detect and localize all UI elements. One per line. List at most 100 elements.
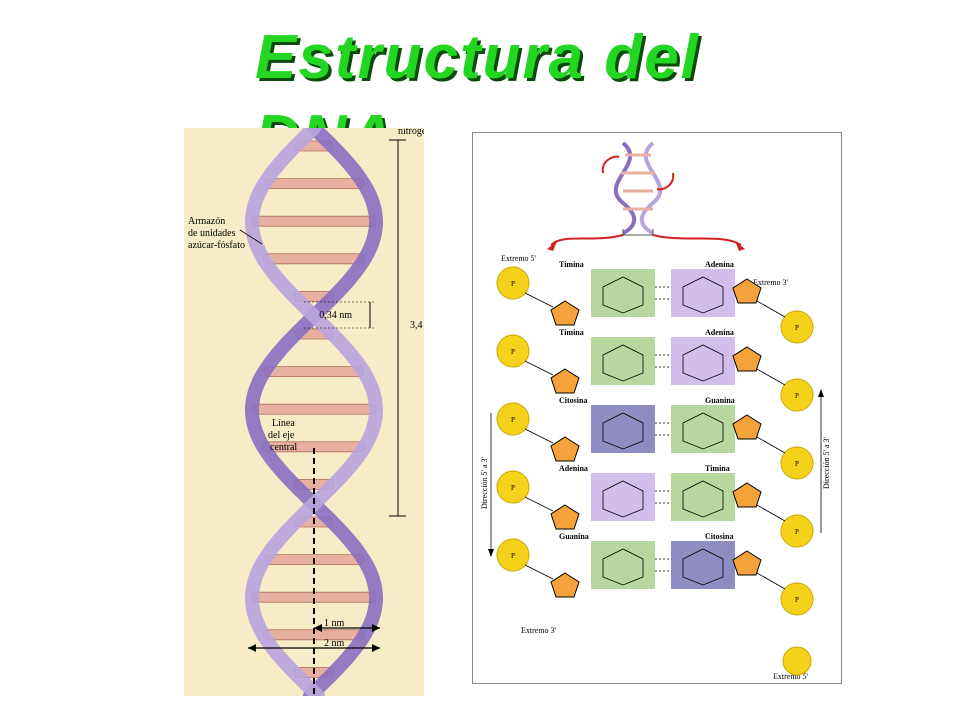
backbone-bond <box>756 368 786 386</box>
backbone-strand-a <box>245 121 383 703</box>
diameter-label: 2 nm <box>324 638 345 649</box>
backbone-bond <box>524 360 554 376</box>
backbone-strand-b <box>245 121 383 703</box>
axis-label-3: central <box>270 442 297 453</box>
base-name-left: Timina <box>559 260 584 269</box>
backbone-bond <box>756 504 786 522</box>
axis-label-2: del eje <box>268 430 295 441</box>
phosphate-terminal <box>782 646 812 676</box>
base-box-right <box>671 473 735 521</box>
backbone-bond <box>756 572 786 590</box>
chemical-structure-diagram: Extremo 5' Extremo 3' Extremo 3' Extremo… <box>472 132 842 684</box>
phosphate-left-symbol: P <box>511 280 515 288</box>
base-name-left: Adenina <box>559 464 588 473</box>
backbone-label-3: azúcar-fósfato <box>188 240 245 251</box>
phosphate-left <box>496 538 530 572</box>
extremo5-top-label: Extremo 5' <box>501 254 537 263</box>
sugar-right <box>732 550 762 576</box>
base-pair-rung <box>251 215 377 227</box>
base-ring-right <box>682 276 724 314</box>
base-ring-left <box>602 480 644 518</box>
sugar-right <box>732 482 762 508</box>
base-ring-left <box>602 344 644 382</box>
base-name-left: Timina <box>559 328 584 337</box>
base-name-right: Adenina <box>705 328 734 337</box>
extremo3-bottom-label: Extremo 3' <box>521 626 557 635</box>
base-pair-rung <box>263 366 365 378</box>
backbone-bond <box>524 428 554 444</box>
phosphate-right <box>780 378 814 412</box>
base-pair-rungs <box>251 140 377 678</box>
extremo3-top-label: Extremo 3' <box>753 278 789 287</box>
base-name-right: Adenina <box>705 260 734 269</box>
base-name-right: Timina <box>705 464 730 473</box>
chem-svg: Extremo 5' Extremo 3' Extremo 3' Extremo… <box>480 141 831 681</box>
extremo5-bottom-label: Extremo 5' <box>773 672 809 681</box>
base-ring-left <box>602 412 644 450</box>
sugar-left <box>550 368 580 394</box>
base-name-left: Guanina <box>559 532 589 541</box>
direction-right-label: Dirección 5' a 3' <box>822 436 831 489</box>
backbone-bond <box>524 496 554 512</box>
phosphate-right <box>780 514 814 548</box>
base-name-left: Citosina <box>559 396 587 405</box>
sugar-right <box>732 278 762 304</box>
sugar-left <box>550 572 580 598</box>
backbone-label-2: de unidades <box>188 228 236 239</box>
sugar-left <box>550 300 580 326</box>
phosphate-right-symbol: P <box>795 596 799 604</box>
base-box-left <box>591 269 655 317</box>
base-box-left <box>591 473 655 521</box>
phosphate-left <box>496 334 530 368</box>
base-box-left <box>591 405 655 453</box>
base-ring-left <box>602 548 644 586</box>
direction-left-label: Dirección 5' a 3' <box>480 456 489 509</box>
base-ring-right <box>682 480 724 518</box>
backbone-bond <box>524 292 554 308</box>
radius-label: 1 nm <box>324 618 345 629</box>
base-box-right <box>671 541 735 589</box>
base-box-left <box>591 541 655 589</box>
base-name-right: Citosina <box>705 532 733 541</box>
base-name-right: Guanina <box>705 396 735 405</box>
backbone-bond <box>756 300 786 318</box>
base-ring-right <box>682 548 724 586</box>
phosphate-left <box>496 470 530 504</box>
base-ring-right <box>682 344 724 382</box>
axis-label-1: Línea <box>272 418 295 429</box>
sugar-right <box>732 346 762 372</box>
sugar-left <box>550 504 580 530</box>
page-title: Estructura del DNA <box>255 23 700 172</box>
sugar-left <box>550 436 580 462</box>
base-ring-right <box>682 412 724 450</box>
base-box-right <box>671 269 735 317</box>
backbone-label-1: Armazón <box>188 216 225 227</box>
arrow-right-icon <box>652 234 742 246</box>
phosphate-right-symbol: P <box>795 460 799 468</box>
phosphate-right-symbol: P <box>795 324 799 332</box>
base-box-left <box>591 337 655 385</box>
phosphate-left-symbol: P <box>511 416 515 424</box>
phosphate-right <box>780 582 814 616</box>
phosphate-left <box>496 266 530 300</box>
phosphate-left-symbol: P <box>511 348 515 356</box>
phosphate-left <box>496 402 530 436</box>
backbone-bond <box>756 436 786 454</box>
phosphate-left-symbol: P <box>511 552 515 560</box>
base-ring-left <box>602 276 644 314</box>
phosphate-right-symbol: P <box>795 528 799 536</box>
sugar-right <box>732 414 762 440</box>
mini-helix-icon <box>601 141 675 236</box>
base-box-right <box>671 405 735 453</box>
arrow-left-icon <box>550 234 624 246</box>
base-pair-rung <box>251 403 377 415</box>
rise-label: 0,34 nm <box>319 310 352 321</box>
base-pair-rung <box>262 253 366 265</box>
helix-svg: nitróge 3,4 nm 0,34 nm Armazón de unidad… <box>188 121 438 703</box>
